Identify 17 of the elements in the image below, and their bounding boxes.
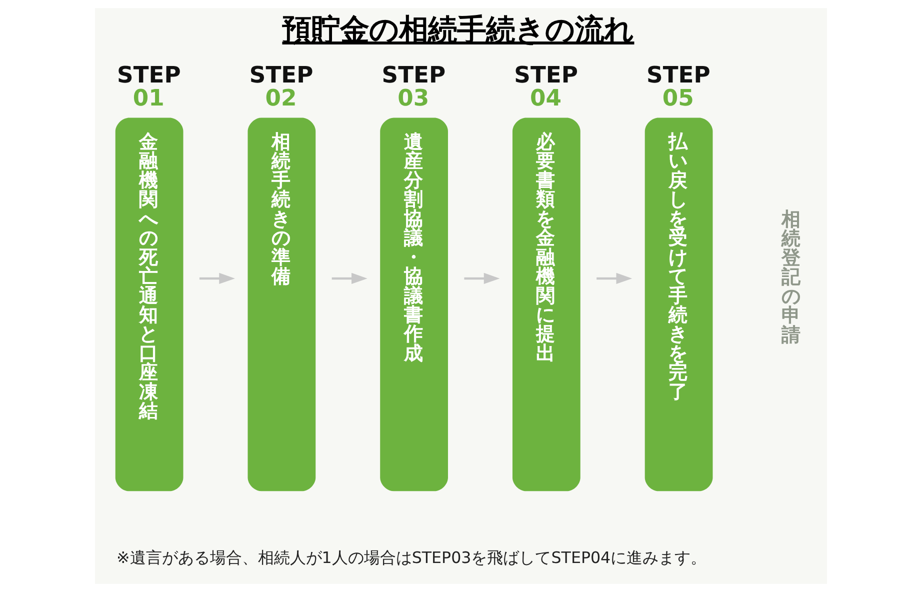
node-box: 相続手続きの準備 bbox=[247, 118, 316, 492]
label: ※遺言がある場合、相続人が1人の場合はSTEP03を飛ばしてSTEP04に進みます。 bbox=[116, 548, 706, 568]
arrow bbox=[198, 272, 234, 284]
diagram-title: 預貯金の相続手続きの流れ bbox=[282, 12, 634, 47]
node-label: STEP 04 bbox=[514, 62, 578, 112]
node-box: 遺産分割協議・協議書作成 bbox=[380, 118, 448, 492]
arrow bbox=[464, 272, 500, 284]
arrow bbox=[596, 272, 632, 284]
node-label: STEP 02 bbox=[248, 62, 313, 112]
arrow bbox=[331, 272, 367, 284]
node-label: STEP 05 bbox=[646, 62, 710, 112]
node-label: STEP 01 bbox=[116, 62, 180, 112]
label: 相続登記の申請 bbox=[781, 207, 800, 346]
node-box: 払い戻しを受けて手続きを完了 bbox=[644, 118, 712, 492]
node-box: 必要書類を金融機関に提出 bbox=[512, 118, 580, 492]
node-box: 金融機関への死亡通知と口座凍結 bbox=[114, 118, 183, 492]
node-label: STEP 03 bbox=[381, 62, 446, 112]
